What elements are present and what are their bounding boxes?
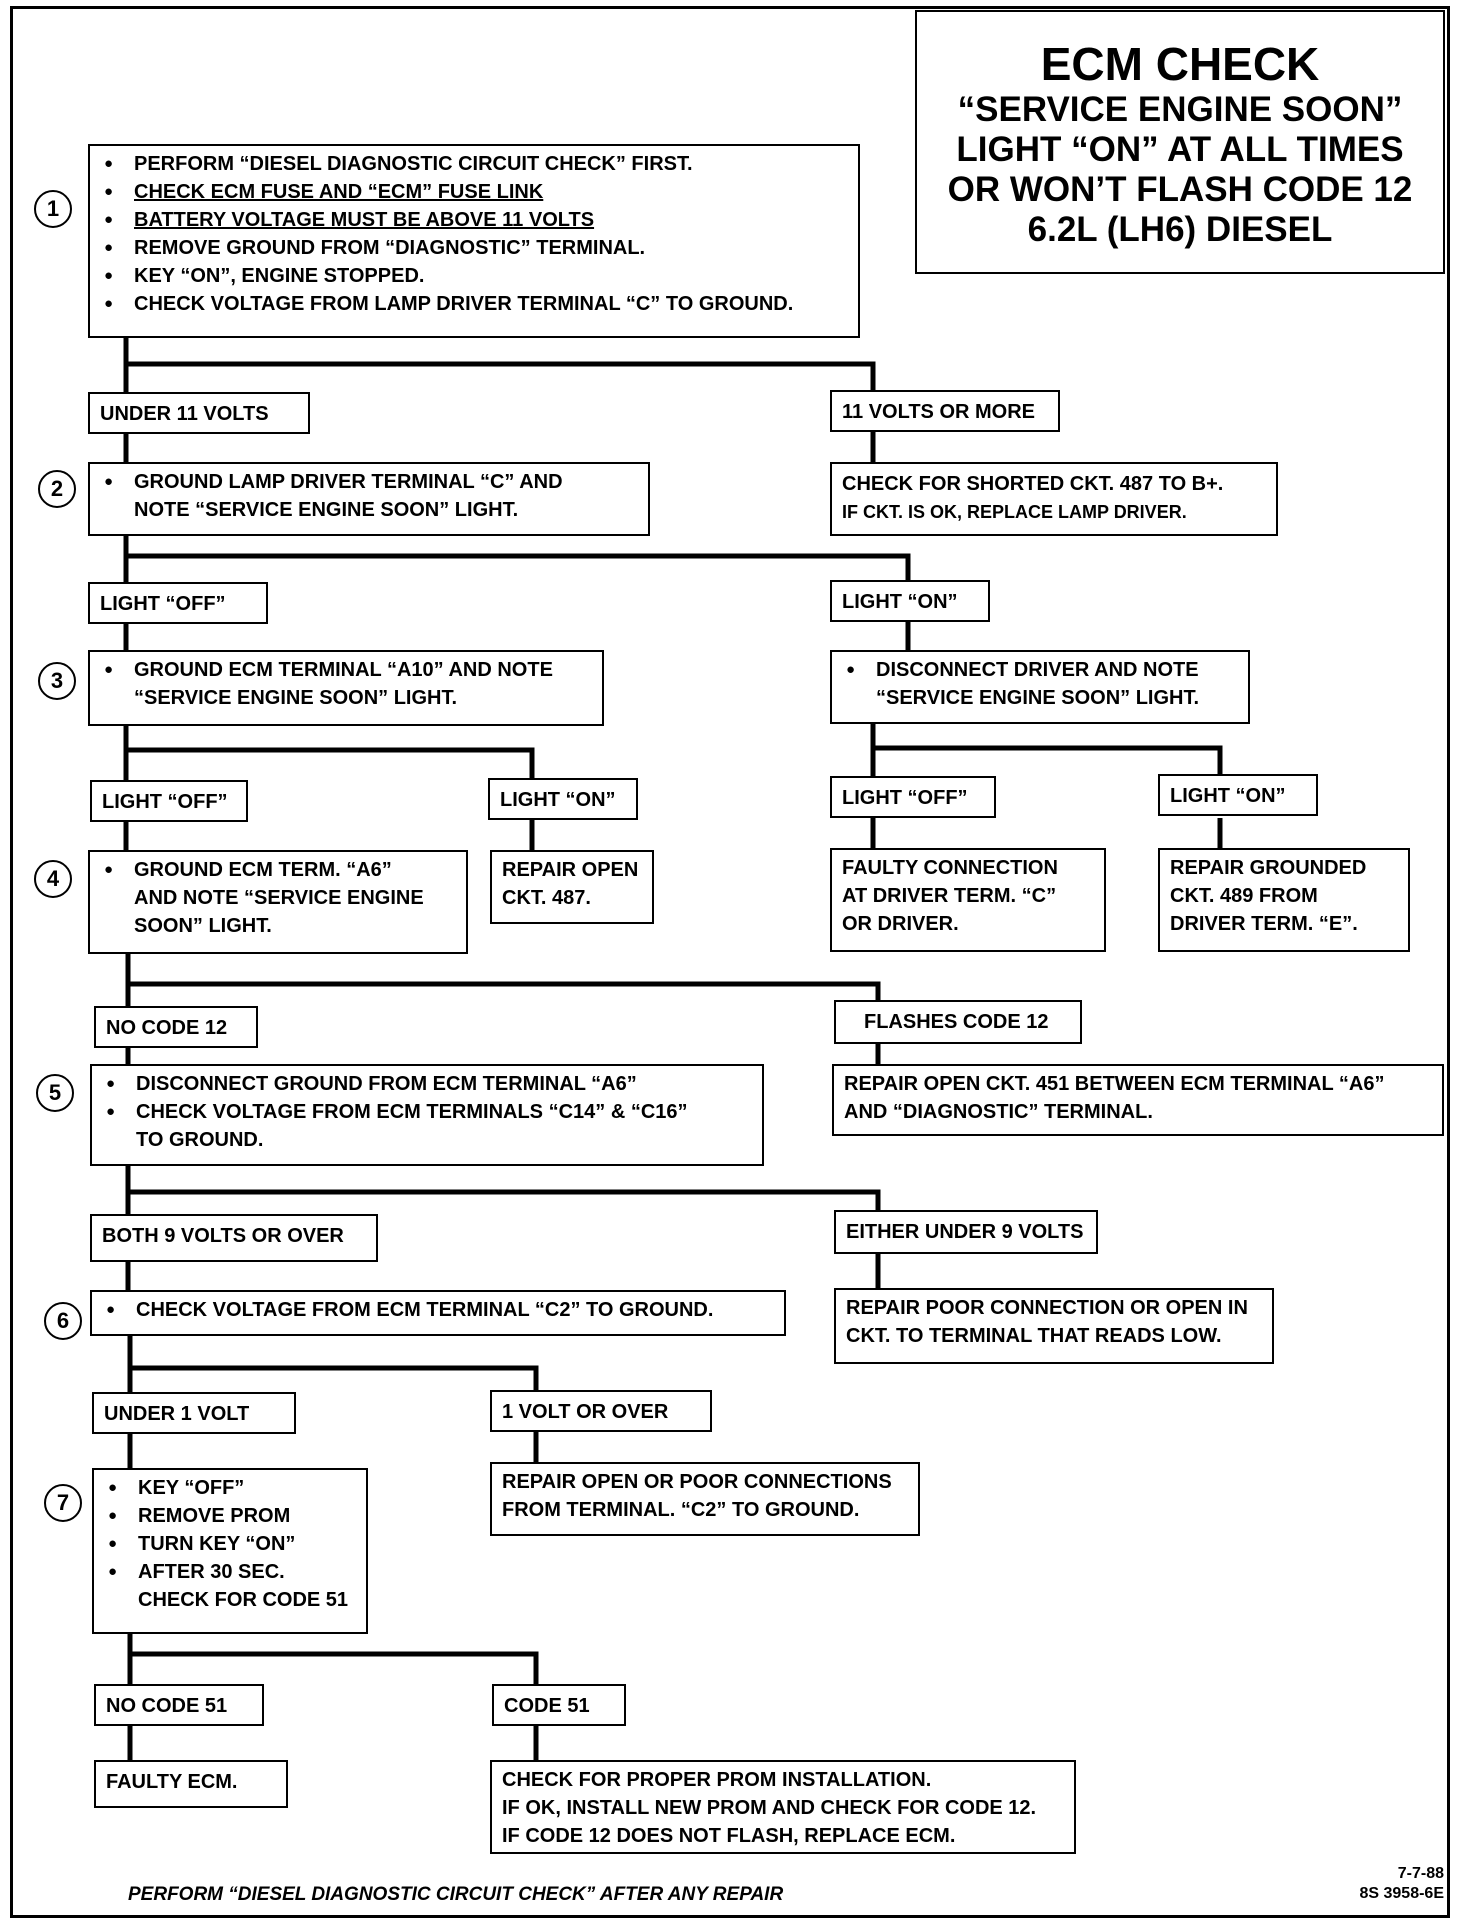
result-line: OR DRIVER.	[842, 913, 959, 935]
step-1-item: PERFORM “DIESEL DIAGNOSTIC CIRCUIT CHECK…	[100, 150, 848, 178]
result-repair-open-ckt-487: REPAIR OPEN CKT. 487.	[490, 850, 654, 924]
step-4-item: SOON” LIGHT.	[134, 915, 272, 937]
result-line: AT DRIVER TERM. “C”	[842, 885, 1057, 907]
branch-light-on: LIGHT “ON”	[1158, 774, 1318, 816]
step-7-item: TURN KEY “ON”	[104, 1530, 356, 1558]
result-line: REPAIR OPEN CKT. 451 BETWEEN ECM TERMINA…	[844, 1073, 1385, 1095]
result-line: CHECK FOR PROPER PROM INSTALLATION.	[502, 1769, 932, 1791]
result-repair-poor-connection: REPAIR POOR CONNECTION OR OPEN IN CKT. T…	[834, 1288, 1274, 1364]
branch-1-volt-or-over: 1 VOLT OR OVER	[490, 1390, 712, 1432]
step-3-box: GROUND ECM TERMINAL “A10” AND NOTE “SERV…	[88, 650, 604, 726]
result-line: IF CKT. IS OK, REPLACE LAMP DRIVER.	[842, 502, 1187, 522]
result-line: CKT. 487.	[502, 887, 591, 909]
result-line: IF OK, INSTALL NEW PROM AND CHECK FOR CO…	[502, 1797, 1037, 1819]
result-line: FAULTY CONNECTION	[842, 857, 1058, 879]
document-id: 7-7-88 8S 3958-6E	[1359, 1864, 1444, 1904]
result-repair-open-c2: REPAIR OPEN OR POOR CONNECTIONS FROM TER…	[490, 1462, 920, 1536]
footer-note: PERFORM “DIESEL DIAGNOSTIC CIRCUIT CHECK…	[128, 1884, 784, 1905]
step-5-box: DISCONNECT GROUND FROM ECM TERMINAL “A6”…	[90, 1064, 764, 1166]
doc-date: 7-7-88	[1397, 1865, 1444, 1882]
result-line: IF CODE 12 DOES NOT FLASH, REPLACE ECM.	[502, 1825, 956, 1847]
result-repair-open-ckt-451: REPAIR OPEN CKT. 451 BETWEEN ECM TERMINA…	[832, 1064, 1444, 1136]
step-7-item: KEY “OFF”	[104, 1474, 356, 1502]
step-5-item: DISCONNECT GROUND FROM ECM TERMINAL “A6”	[102, 1070, 752, 1098]
step-1-item: KEY “ON”, ENGINE STOPPED.	[100, 262, 848, 290]
result-line: REPAIR POOR CONNECTION OR OPEN IN	[846, 1297, 1248, 1319]
branch-flashes-code-12: FLASHES CODE 12	[834, 1000, 1082, 1044]
step-number-2: 2	[38, 470, 76, 508]
step-2-item: GROUND LAMP DRIVER TERMINAL “C” AND	[100, 468, 638, 496]
step-1-item: REMOVE GROUND FROM “DIAGNOSTIC” TERMINAL…	[100, 234, 848, 262]
branch-no-code-12: NO CODE 12	[94, 1006, 258, 1048]
step-number-5: 5	[36, 1074, 74, 1112]
result-line: CHECK FOR SHORTED CKT. 487 TO B+.	[842, 473, 1224, 495]
branch-under-1-volt: UNDER 1 VOLT	[92, 1392, 296, 1434]
title-line: LIGHT “ON” AT ALL TIMES	[956, 130, 1404, 169]
result-line: REPAIR GROUNDED	[1170, 857, 1367, 879]
step-6-item: CHECK VOLTAGE FROM ECM TERMINAL “C2” TO …	[102, 1296, 774, 1324]
doc-number: 8S 3958-6E	[1359, 1885, 1444, 1902]
result-repair-grounded-ckt-489: REPAIR GROUNDED CKT. 489 FROM DRIVER TER…	[1158, 848, 1410, 952]
step-1-item: BATTERY VOLTAGE MUST BE ABOVE 11 VOLTS	[134, 209, 595, 231]
branch-both-9-volts-or-over: BOTH 9 VOLTS OR OVER	[90, 1214, 378, 1262]
result-line: CKT. 489 FROM	[1170, 885, 1318, 907]
branch-light-on: LIGHT “ON”	[488, 778, 638, 820]
step-7-item: REMOVE PROM	[104, 1502, 356, 1530]
result-faulty-ecm: FAULTY ECM.	[94, 1760, 288, 1808]
result-line: AND “DIAGNOSTIC” TERMINAL.	[844, 1101, 1153, 1123]
step-6-box: CHECK VOLTAGE FROM ECM TERMINAL “C2” TO …	[90, 1290, 786, 1336]
step-4-box: GROUND ECM TERM. “A6” AND NOTE “SERVICE …	[88, 850, 468, 954]
branch-light-off: LIGHT “OFF”	[90, 780, 248, 822]
step-number-6: 6	[44, 1302, 82, 1340]
branch-code-51: CODE 51	[492, 1684, 626, 1726]
step-number-4: 4	[34, 860, 72, 898]
branch-light-off: LIGHT “OFF”	[830, 776, 996, 818]
step-7-item: AFTER 30 SEC.	[104, 1558, 356, 1586]
step-7-item: CHECK FOR CODE 51	[138, 1589, 349, 1611]
result-faulty-connection: FAULTY CONNECTION AT DRIVER TERM. “C” OR…	[830, 848, 1106, 952]
chart-title: ECM CHECK	[1040, 38, 1320, 90]
result-line: FROM TERMINAL. “C2” TO GROUND.	[502, 1499, 860, 1521]
step-1-box: PERFORM “DIESEL DIAGNOSTIC CIRCUIT CHECK…	[88, 144, 860, 338]
result-line: REPAIR OPEN OR POOR CONNECTIONS	[502, 1471, 892, 1493]
result-line: REPAIR OPEN	[502, 859, 639, 881]
step-5-item: TO GROUND.	[136, 1129, 264, 1151]
branch-light-off: LIGHT “OFF”	[88, 582, 268, 624]
step-number-1: 1	[34, 190, 72, 228]
step-2-box: GROUND LAMP DRIVER TERMINAL “C” AND NOTE…	[88, 462, 650, 536]
branch-11-volts-or-more: 11 VOLTS OR MORE	[830, 390, 1060, 432]
result-shorted-ckt-487: CHECK FOR SHORTED CKT. 487 TO B+. IF CKT…	[830, 462, 1278, 536]
title-line: “SERVICE ENGINE SOON”	[957, 90, 1403, 129]
step-2-item: NOTE “SERVICE ENGINE SOON” LIGHT.	[134, 499, 519, 521]
title-line: OR WON’T FLASH CODE 12	[947, 170, 1413, 209]
branch-under-11-volts: UNDER 11 VOLTS	[88, 392, 310, 434]
step-4-item: GROUND ECM TERM. “A6”	[100, 856, 456, 884]
step-3-right-item: DISCONNECT DRIVER AND NOTE	[842, 656, 1238, 684]
branch-no-code-51: NO CODE 51	[94, 1684, 264, 1726]
step-7-box: KEY “OFF” REMOVE PROM TURN KEY “ON” AFTE…	[92, 1468, 368, 1634]
step-1-item: CHECK VOLTAGE FROM LAMP DRIVER TERMINAL …	[100, 290, 848, 318]
step-4-item: AND NOTE “SERVICE ENGINE	[134, 887, 424, 909]
step-3-item: “SERVICE ENGINE SOON” LIGHT.	[134, 687, 458, 709]
result-line: CKT. TO TERMINAL THAT READS LOW.	[846, 1325, 1222, 1347]
step-1-item: CHECK ECM FUSE AND “ECM” FUSE LINK	[134, 181, 544, 203]
step-5-item: CHECK VOLTAGE FROM ECM TERMINALS “C14” &…	[102, 1098, 752, 1126]
step-3-right-item: “SERVICE ENGINE SOON” LIGHT.	[876, 687, 1200, 709]
result-line: DRIVER TERM. “E”.	[1170, 913, 1358, 935]
step-number-3: 3	[38, 662, 76, 700]
branch-either-under-9-volts: EITHER UNDER 9 VOLTS	[834, 1210, 1098, 1254]
branch-light-on: LIGHT “ON”	[830, 580, 990, 622]
chart-title-box: ECM CHECK “SERVICE ENGINE SOON” LIGHT “O…	[915, 10, 1445, 274]
step-number-7: 7	[44, 1484, 82, 1522]
result-check-prom-installation: CHECK FOR PROPER PROM INSTALLATION. IF O…	[490, 1760, 1076, 1854]
step-3-item: GROUND ECM TERMINAL “A10” AND NOTE	[100, 656, 592, 684]
page-frame	[10, 6, 1450, 1918]
title-line: 6.2L (LH6) DIESEL	[1027, 210, 1333, 249]
step-3-right-box: DISCONNECT DRIVER AND NOTE “SERVICE ENGI…	[830, 650, 1250, 724]
